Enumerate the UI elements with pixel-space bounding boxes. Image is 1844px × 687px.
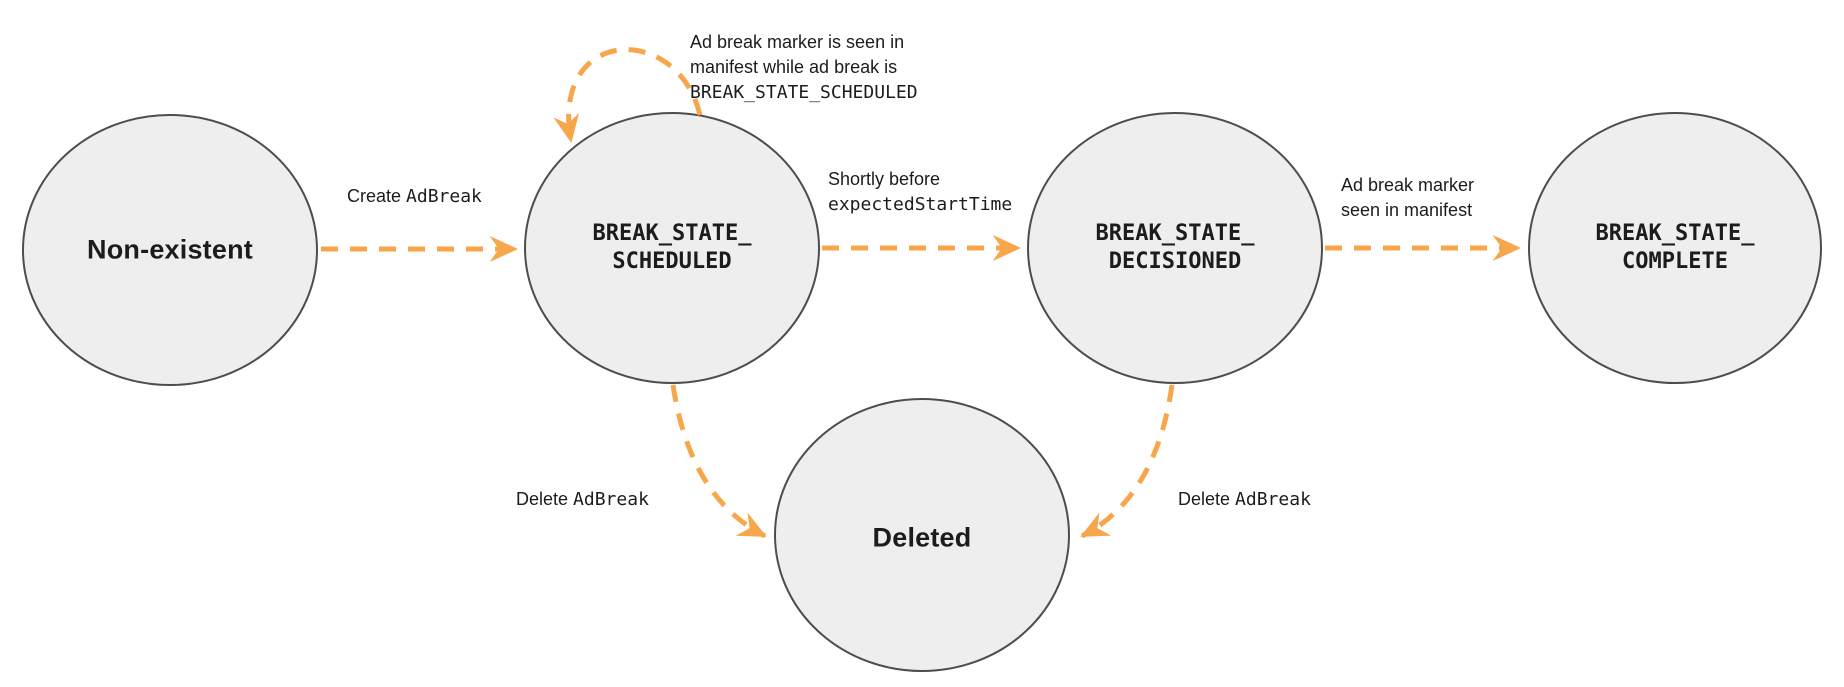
state-label-break-state-scheduled: BREAK_STATE_ SCHEDULED	[593, 220, 752, 276]
state-label-break-state-decisioned: BREAK_STATE_ DECISIONED	[1096, 220, 1255, 276]
label-line: seen in manifest	[1341, 200, 1473, 220]
state-label-break-state-complete: BREAK_STATE_ COMPLETE	[1596, 220, 1755, 276]
transition-label-create-adbreak: Create AdBreak	[347, 184, 482, 209]
label-code: AdBreak	[573, 489, 649, 510]
label-line: manifest while ad break is	[690, 57, 898, 77]
label-line: Ad break marker is seen in	[690, 32, 905, 52]
state-label-line: BREAK_STATE_	[1595, 221, 1755, 246]
label-code: AdBreak	[1235, 489, 1311, 510]
label-text: Create	[347, 186, 407, 206]
state-node-non-existent	[22, 114, 318, 386]
transition-arrow-self-loop-scheduled	[553, 47, 703, 143]
label-code: expectedStartTime	[828, 194, 1013, 215]
transition-label-self-loop: Ad break marker is seen in manifest whil…	[690, 30, 918, 105]
label-text: Delete	[1178, 489, 1236, 509]
state-node-break-state-decisioned	[1027, 112, 1323, 384]
state-node-break-state-scheduled	[524, 112, 820, 384]
label-text: Delete	[516, 489, 574, 509]
state-label-line: BREAK_STATE_	[592, 221, 752, 246]
state-label-line: BREAK_STATE_	[1095, 221, 1255, 246]
transition-arrow-delete-from-decisioned	[1080, 384, 1175, 539]
transition-label-marker-seen: Ad break marker seen in manifest	[1341, 173, 1474, 223]
label-line: Ad break marker	[1341, 175, 1475, 195]
state-node-break-state-complete	[1528, 112, 1822, 384]
label-code: AdBreak	[406, 186, 482, 207]
state-label-line: COMPLETE	[1622, 249, 1728, 274]
transition-arrow-delete-from-scheduled	[670, 384, 767, 539]
transition-label-delete-from-scheduled: Delete AdBreak	[516, 487, 649, 512]
transition-label-delete-from-decisioned: Delete AdBreak	[1178, 487, 1311, 512]
transition-label-shortly-before: Shortly before expectedStartTime	[828, 167, 1012, 217]
state-label-deleted: Deleted	[872, 522, 972, 553]
state-label-line: DECISIONED	[1108, 249, 1242, 274]
label-code: BREAK_STATE_SCHEDULED	[690, 82, 918, 103]
state-label-line: SCHEDULED	[612, 249, 732, 274]
label-line: Shortly before	[828, 169, 941, 189]
state-node-deleted	[774, 398, 1070, 672]
state-label-non-existent: Non-existent	[87, 234, 253, 265]
